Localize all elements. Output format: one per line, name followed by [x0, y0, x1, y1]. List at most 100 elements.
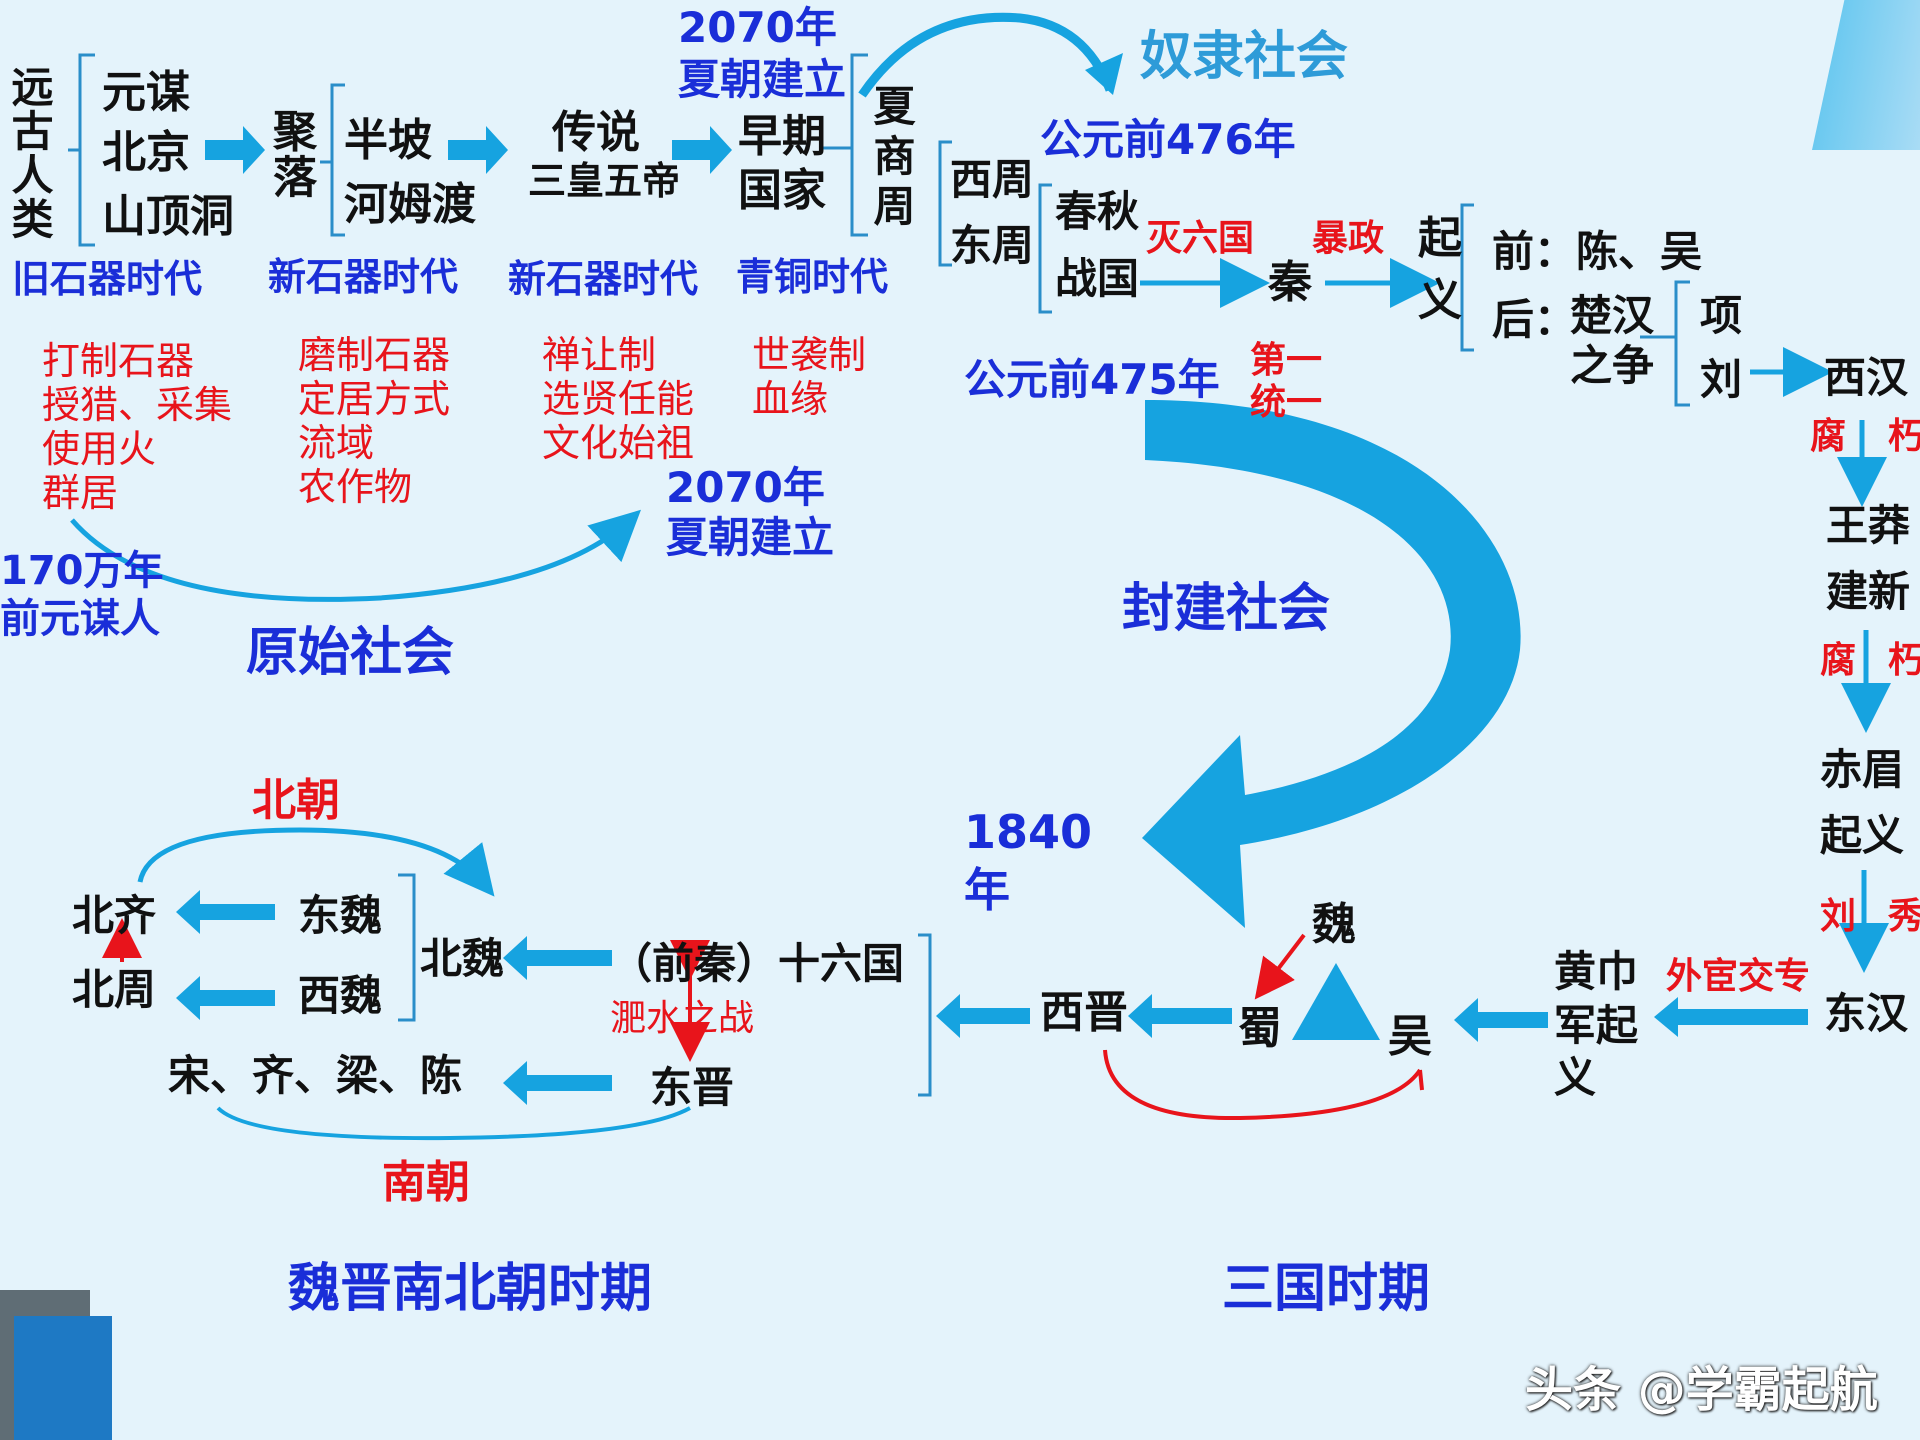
start-name: 前元谋人: [0, 596, 160, 642]
note-legend-1: 禅让制: [542, 333, 657, 377]
arc-slave: [858, 12, 1115, 98]
feudal-end-year: 1840: [964, 805, 1093, 859]
site-banpo: 半坡: [344, 115, 432, 166]
dynasties-xia-shang-zhou: 夏商周: [867, 84, 916, 234]
label-legend-names: 三皇五帝: [528, 159, 681, 203]
northern-wei: 北魏: [420, 934, 505, 983]
note-neo-4: 农作物: [298, 465, 413, 509]
feudal-start-year: 公元前475年: [964, 355, 1220, 404]
western-wei: 西魏: [298, 971, 383, 1020]
chimei-1: 赤眉: [1820, 745, 1905, 794]
label-northern-dynasties: 北朝: [252, 775, 340, 826]
note-paleo-2: 授猎、采集: [42, 383, 233, 427]
kingdom-shu: 蜀: [1238, 1003, 1282, 1054]
uprising-2: 义: [1418, 275, 1462, 326]
three-kingdoms-triangle: [1292, 963, 1380, 1040]
eastern-jin: 东晋: [650, 1063, 735, 1112]
label-settlement: 聚落: [265, 108, 316, 200]
note-neo-2: 定居方式: [298, 377, 451, 421]
chimei-2: 起义: [1820, 811, 1905, 860]
feudal-end-year-unit: 年: [964, 863, 1010, 917]
uprising-1: 起: [1418, 213, 1462, 264]
period-nanbei: 魏晋南北朝时期: [288, 1259, 653, 1319]
eunuchs-label: 外宦交专: [1666, 956, 1811, 997]
note-bronze-2: 血缘: [752, 377, 829, 421]
unify-label: 灭六国: [1146, 218, 1255, 259]
era-slave: 奴隶社会: [1140, 27, 1349, 87]
bracket-lines: [68, 53, 1690, 1097]
block-arrows-bottom: [176, 890, 1808, 1105]
western-zhou: 西周: [950, 155, 1035, 204]
decay-1b: 朽: [1888, 416, 1920, 457]
tyranny-label: 暴政: [1312, 218, 1385, 259]
era-primitive: 原始社会: [246, 623, 455, 683]
label-legend: 传说: [552, 107, 640, 158]
sixteen-kingdoms: （前秦）十六国: [610, 939, 905, 988]
eastern-zhou: 东周: [950, 221, 1035, 270]
corner-decoration-bottom-left-blue: [14, 1316, 112, 1440]
qin: 秦: [1268, 257, 1312, 308]
liu-xiu-2: 秀: [1888, 896, 1920, 937]
label-southern-dynasties: 南朝: [382, 1157, 470, 1208]
group-label-ancient-humans: 远古人类: [5, 65, 54, 241]
age-neolithic-1: 新石器时代: [268, 255, 459, 299]
western-han: 西汉: [1824, 353, 1909, 402]
wang-mang-1: 王莽: [1826, 501, 1911, 550]
note-paleo-4: 群居: [42, 471, 119, 515]
label-early-1: 早期: [738, 111, 826, 162]
end-name: 夏朝建立: [666, 513, 835, 562]
note-bronze-1: 世袭制: [752, 333, 867, 377]
site-hemudu: 河姆渡: [344, 179, 476, 230]
northern-qi: 北齐: [72, 891, 157, 940]
northern-zhou: 北周: [72, 965, 157, 1014]
decay-2a: 腐: [1820, 640, 1857, 681]
decay-1a: 腐: [1810, 416, 1847, 457]
watermark: 头条 @学霸起航: [1525, 1362, 1878, 1418]
age-bronze: 青铜时代: [736, 255, 889, 299]
decay-2b: 朽: [1888, 640, 1920, 681]
slave-end-year: 公元前476年: [1040, 115, 1296, 164]
note-paleo-3: 使用火: [42, 427, 157, 471]
start-year: 170万年: [0, 548, 164, 594]
label-early-2: 国家: [738, 165, 826, 216]
yellow-turban-3: 义: [1554, 1053, 1597, 1102]
xia-founded: 夏朝建立: [678, 55, 847, 104]
uprising-early: 前：陈、吴: [1492, 227, 1703, 276]
eastern-wei: 东魏: [298, 891, 383, 940]
site-shandingdong: 山顶洞: [102, 191, 234, 242]
yellow-turban-2: 军起: [1554, 1001, 1639, 1050]
chu-han-2: 之争: [1570, 341, 1655, 390]
spring-autumn: 春秋: [1055, 187, 1140, 236]
xia-year: 2070年: [678, 3, 837, 52]
kingdom-wu: 吴: [1388, 1011, 1432, 1062]
period-three-kingdoms: 三国时期: [1222, 1259, 1431, 1319]
western-jin: 西晋: [1040, 987, 1128, 1038]
southern-dynasties-list: 宋、齐、梁、陈: [168, 1051, 463, 1100]
feishui-battle: 淝水之战: [610, 998, 755, 1039]
kingdom-wei: 魏: [1312, 899, 1356, 950]
chu-han-1: 楚汉: [1570, 291, 1655, 340]
liu-xiu-1: 刘: [1820, 896, 1857, 937]
end-year: 2070年: [666, 463, 825, 512]
eastern-han: 东汉: [1824, 989, 1909, 1038]
liu: 刘: [1700, 355, 1743, 404]
site-yuanmou: 元谋: [102, 67, 190, 118]
uprising-late-prefix: 后：: [1492, 295, 1577, 344]
warring-states: 战国: [1055, 254, 1140, 303]
note-legend-3: 文化始祖: [542, 421, 695, 465]
note-legend-2: 选贤任能: [542, 377, 695, 421]
note-paleo-1: 打制石器: [42, 339, 195, 383]
note-neo-1: 磨制石器: [298, 333, 451, 377]
first-unify-1: 第一: [1250, 340, 1323, 381]
block-arrows-top: [205, 126, 732, 174]
yellow-turban-1: 黄巾: [1554, 947, 1639, 996]
note-neo-3: 流域: [298, 421, 375, 465]
site-beijing: 北京: [102, 127, 190, 178]
first-unify-2: 统一: [1250, 382, 1323, 423]
arc-primitive: [70, 509, 641, 602]
xiang: 项: [1700, 291, 1743, 340]
age-paleolithic: 旧石器时代: [12, 257, 203, 301]
big-curved-arrow: [1142, 400, 1521, 928]
wang-mang-2: 建新: [1826, 567, 1911, 616]
